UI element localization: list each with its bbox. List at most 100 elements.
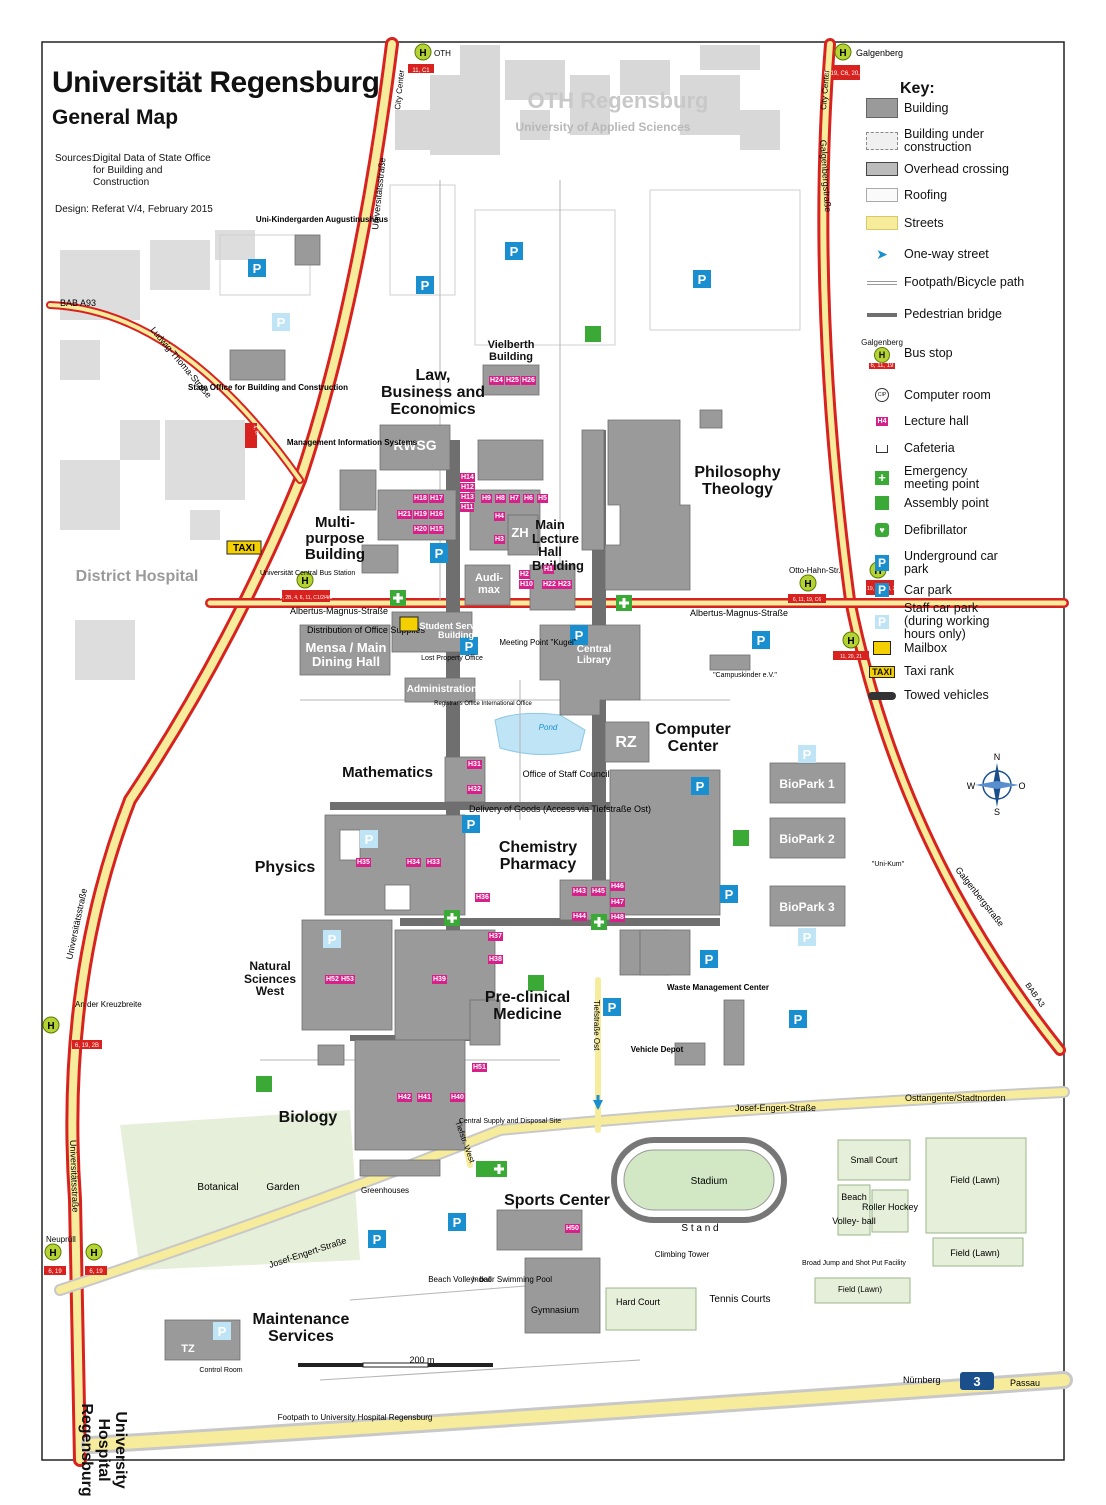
bus-lines-neupruell-1: 6, 19	[48, 1269, 62, 1275]
stand-label: S t a n d	[681, 1223, 718, 1234]
kindergarden-building	[294, 234, 321, 266]
svg-text:P: P	[698, 272, 707, 287]
mailbox-icon	[399, 616, 419, 632]
administration-building	[404, 677, 476, 703]
a3-shield-icon	[960, 1372, 994, 1390]
administration-label: Administration	[406, 684, 478, 695]
assembly-point-icon	[528, 975, 544, 991]
lecture-hall-badge: H51	[472, 1063, 487, 1072]
crossing-swatch	[866, 162, 898, 176]
lecture-hall-badge: H9	[481, 494, 492, 503]
sources-block: Sources:Digital Data of State Office for…	[55, 153, 213, 189]
rwlg-building	[477, 439, 544, 481]
university-hospital-label: University Hospital Regensburg	[78, 1403, 129, 1497]
albertus-label-west: Albertus-Magnus-Straße	[290, 606, 388, 616]
lecture-hall-badge: H35	[356, 858, 371, 867]
central-library-building	[539, 624, 641, 716]
construction-swatch	[866, 132, 898, 150]
computer-center-building	[604, 721, 650, 763]
parking-icon: P	[603, 998, 621, 1016]
lecture-hall-badge: H23	[557, 580, 572, 589]
zh-label: ZH	[511, 525, 528, 540]
emergency-cross-icon	[444, 910, 460, 926]
svg-text:H: H	[874, 566, 881, 577]
lecture-hall-badge: H39	[432, 975, 447, 984]
vehicle-depot-label: Vehicle Depot	[631, 1045, 684, 1054]
one-way-arrow: ➤	[876, 246, 888, 262]
assembly-point-icon	[256, 1076, 272, 1092]
hard-court	[605, 1287, 697, 1331]
svg-text:P: P	[575, 628, 584, 643]
zh-building	[507, 514, 539, 556]
bus-lines-neupruell-2: 6, 19	[89, 1269, 103, 1275]
volleyball-label: Volley- ball	[832, 1216, 876, 1226]
lecture-hall-badge: H44	[572, 912, 587, 921]
bridge-line	[867, 312, 897, 317]
beach-label: Beach	[841, 1192, 867, 1202]
svg-text:H: H	[301, 576, 308, 587]
emergency-points	[256, 326, 749, 1177]
ch24-building	[639, 929, 691, 976]
bus-name-universitaet: Universität Central Bus Station	[260, 570, 355, 577]
main-lecture-label: Main Lecture Hall Building	[532, 517, 584, 573]
svg-text:H: H	[839, 48, 846, 59]
bus-stop-universitaet: H	[282, 571, 330, 602]
lecture-hall-badge: H20	[413, 525, 428, 534]
beach-volleyball-label: Beach Volley- ball	[428, 1275, 492, 1284]
parking-icon: P	[752, 631, 770, 649]
mis-label: Management Information Systems	[287, 438, 418, 447]
biopark-1-building	[769, 762, 846, 804]
svg-text:P: P	[705, 952, 714, 967]
bus-lines-oth: 11, C1	[412, 68, 430, 74]
staff-parking-icon: P	[323, 930, 341, 948]
lecture-hall-badge: H34	[406, 858, 421, 867]
city-center-label-east: City Center	[819, 69, 831, 110]
stadium-label: Stadium	[691, 1176, 728, 1187]
sources-text: Digital Data of State Office for Buildin…	[93, 153, 211, 188]
svg-text:P: P	[277, 315, 286, 330]
lecture-hall-badge: H47	[610, 898, 625, 907]
staff-parking-icon: P	[360, 830, 378, 848]
natural-sciences-label: Natural Sciences West	[243, 959, 297, 999]
bus-lines-east-2: 11, 20, 21	[840, 654, 862, 660]
legend-item-one-way: ➤ One-way street	[876, 246, 989, 262]
wnf3-building	[317, 1044, 345, 1066]
tz-label: TZ	[181, 1343, 195, 1355]
lecture-hall-badge: H31	[467, 760, 482, 769]
greenhouses	[359, 1159, 441, 1177]
svg-text:P: P	[510, 244, 519, 259]
underground-parking-icon: P	[570, 625, 588, 645]
taxi-label: TAXI	[233, 543, 255, 554]
vehicle-depot-building	[674, 1042, 706, 1066]
mailbox-icon	[873, 641, 891, 655]
field-lawn-label-1: Field (Lawn)	[950, 1175, 1000, 1185]
svg-text:P: P	[608, 1000, 617, 1015]
parking-icon: P	[505, 242, 523, 260]
rwsg-label: RWSG	[393, 437, 436, 453]
lecture-hall-badge: H21	[397, 510, 412, 519]
lecture-hall-badge: H5	[537, 494, 548, 503]
emergency-cross-icon	[591, 914, 607, 930]
distribution-label: Distribution of Office Supplies	[307, 625, 425, 635]
biology-label: Biology	[278, 1109, 338, 1126]
compass-s: S	[994, 807, 1000, 817]
audimax-label: Audi- max	[474, 572, 504, 596]
lecture-hall-badge: H50	[565, 1224, 580, 1233]
parking-icon: P	[460, 637, 478, 655]
svg-text:P: P	[373, 1232, 382, 1247]
lecture-hall-badge: H6	[523, 494, 534, 503]
central-library-label: Central Library	[576, 644, 612, 666]
svg-text:P: P	[365, 832, 374, 847]
legend-item-towed: Towed vehicles	[860, 689, 989, 702]
lecture-hall-badge: H17	[429, 494, 444, 503]
lecture-hall-badge: H1	[543, 565, 554, 574]
lecture-hall-badge: H36	[475, 893, 490, 902]
lecture-hall-badge: H32	[467, 785, 482, 794]
kindergarden-label: Uni-Kindergarden Augustinushaus	[256, 215, 389, 224]
city-center-label-west: City Center	[393, 69, 406, 110]
svg-text:H: H	[49, 1248, 56, 1259]
assembly-point-icon	[733, 830, 749, 846]
svg-text:P: P	[421, 278, 430, 293]
underground-parking-icon: P	[430, 543, 448, 563]
